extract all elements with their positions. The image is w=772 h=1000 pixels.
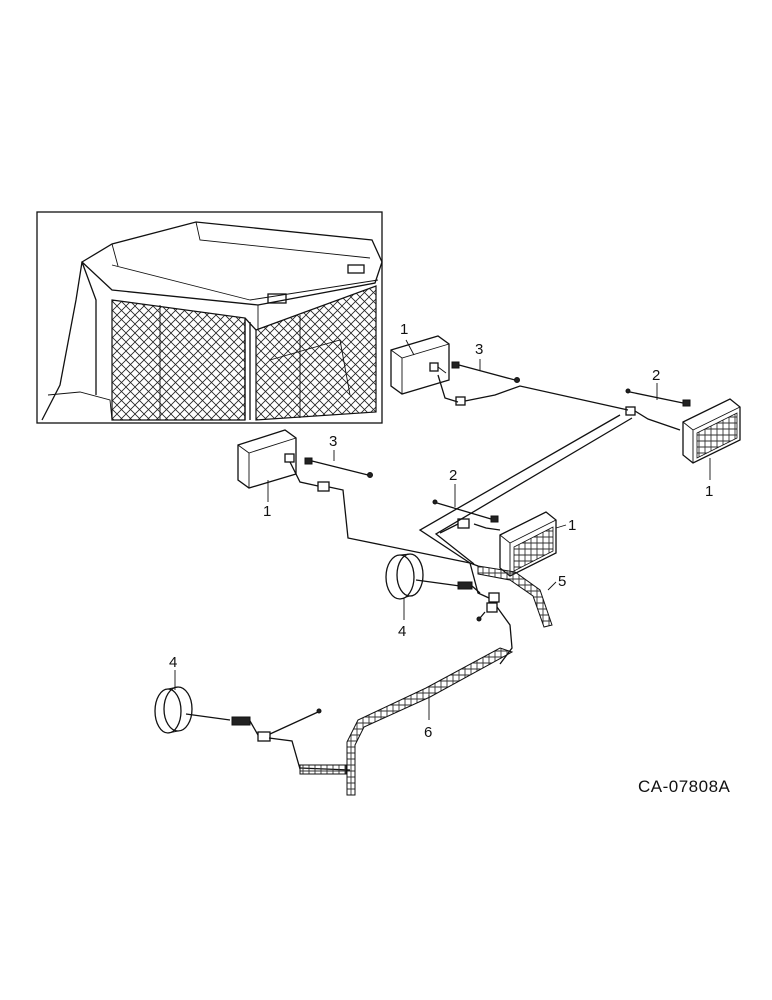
round-lamp-lower bbox=[154, 686, 259, 736]
lamp-rear-lower bbox=[237, 429, 297, 489]
work-lamp-right bbox=[682, 398, 741, 464]
callouts: 1 3 2 1 3 1 2 1 5 4 4 6 bbox=[169, 321, 713, 741]
roof-lamp-right bbox=[347, 264, 365, 274]
callout-4-upper: 4 bbox=[398, 623, 406, 640]
work-lamp-center bbox=[499, 511, 557, 577]
callout-3-lower: 3 bbox=[329, 433, 337, 450]
wire-harness bbox=[257, 361, 691, 796]
roof-lamp-left bbox=[267, 293, 287, 304]
callout-1-right-lamp: 1 bbox=[705, 483, 713, 500]
callout-2-upper: 2 bbox=[652, 367, 660, 384]
cab-pillar bbox=[41, 261, 97, 421]
callout-3-upper: 3 bbox=[475, 341, 483, 358]
lamp-rear-upper bbox=[390, 335, 450, 395]
cab-inset bbox=[36, 211, 383, 424]
callout-1-center-lamp: 1 bbox=[568, 517, 576, 534]
callout-2-lower: 2 bbox=[449, 467, 457, 484]
fender-harness-left bbox=[346, 647, 514, 796]
inset-frame bbox=[36, 211, 383, 424]
cab-window-right bbox=[255, 285, 377, 421]
figure-code: CA-07808A bbox=[638, 777, 731, 796]
callout-1-upper-lamp: 1 bbox=[400, 321, 408, 338]
cab-window-left bbox=[111, 299, 246, 421]
fender-harness-right bbox=[477, 565, 553, 628]
callout-4-lower: 4 bbox=[169, 654, 177, 671]
cab-roof bbox=[80, 221, 383, 306]
leader-lines bbox=[174, 339, 711, 720]
callout-6: 6 bbox=[424, 724, 432, 741]
callout-1-lower-lamp: 1 bbox=[263, 503, 271, 520]
callout-5: 5 bbox=[558, 573, 566, 590]
round-lamp-upper bbox=[385, 553, 481, 600]
